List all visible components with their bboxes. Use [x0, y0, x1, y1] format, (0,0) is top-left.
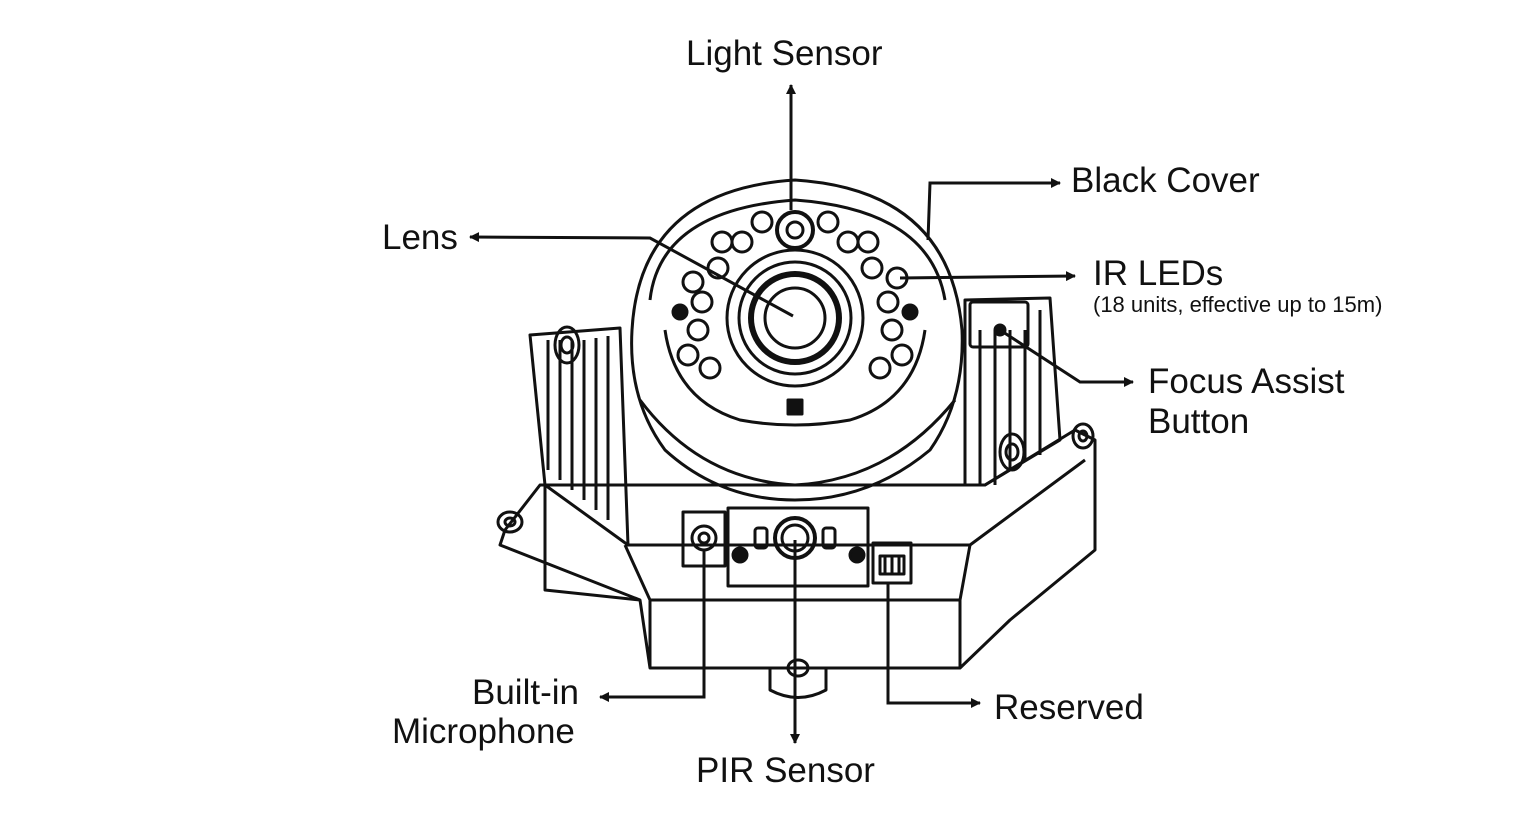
bottom-tab: [768, 668, 828, 699]
builtin-mic-label-line1: Built-in: [472, 673, 579, 712]
lens-label: Lens: [382, 218, 458, 257]
focus-assist-leader: [999, 328, 1134, 387]
lens-ring-outer: [725, 248, 865, 388]
reserved-label: Reserved: [994, 688, 1144, 727]
mount-hole-right: [1071, 422, 1095, 450]
black-cover: [630, 178, 964, 502]
reserved-connector: [871, 541, 913, 585]
black-cover-leader: [926, 178, 1061, 241]
mount-hole-left: [496, 510, 524, 534]
camera-body: [496, 178, 1097, 699]
light-sensor-label: Light Sensor: [686, 34, 883, 73]
ir-leds-label: IR LEDs: [1093, 254, 1224, 293]
microphone-leader: [599, 550, 706, 702]
focus-assist-label-line1: Focus Assist: [1148, 362, 1345, 401]
callout-lines: [469, 84, 1134, 744]
left-fins: [528, 326, 630, 547]
ir-leds-note: (18 units, effective up to 15m): [1093, 292, 1383, 317]
builtin-mic-label-line2: Microphone: [392, 712, 575, 751]
focus-assist-label-line2: Button: [1148, 402, 1250, 441]
lens-leader: [469, 232, 794, 318]
sensor-panel: [726, 506, 870, 588]
black-cover-label: Black Cover: [1071, 161, 1260, 200]
pir-sensor-label: PIR Sensor: [696, 751, 875, 790]
ir-led-group: [671, 210, 919, 380]
ir-leds-leader: [899, 271, 1076, 282]
light-sensor-ring: [775, 210, 815, 250]
focus-assist-housing: [968, 300, 1030, 349]
base-plate: [498, 428, 1097, 670]
reserved-leader: [886, 583, 981, 708]
lens-glass: [763, 286, 827, 350]
